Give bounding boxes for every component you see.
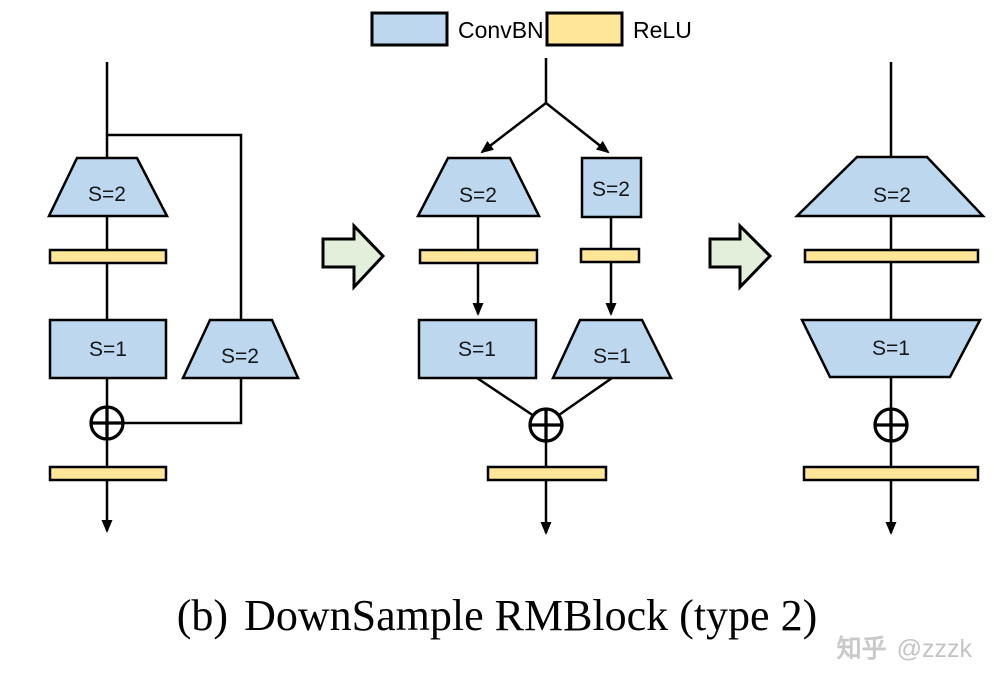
legend: ConvBN ReLU bbox=[370, 11, 692, 47]
convbn-trapezoid-s2 bbox=[47, 156, 170, 218]
transform-arrow-icon bbox=[708, 222, 773, 291]
node-label: S=2 bbox=[873, 184, 911, 207]
shortcut-join-line bbox=[121, 378, 243, 425]
fork-left-arrow bbox=[480, 102, 547, 154]
figure-caption: (b) DownSample RMBlock (type 2) bbox=[0, 594, 994, 638]
watermark-username: @zzzk bbox=[896, 635, 972, 663]
caption-title: DownSample RMBlock (type 2) bbox=[244, 591, 818, 640]
convbn-rect-s1 bbox=[48, 318, 168, 380]
convbn-rect-s1 bbox=[417, 318, 538, 380]
add-icon bbox=[873, 407, 909, 443]
relu-bar bbox=[48, 465, 168, 482]
node-label: S=1 bbox=[872, 337, 910, 360]
node-label: S=2 bbox=[459, 184, 497, 207]
caption-index: (b) bbox=[176, 591, 229, 640]
convbn-inverted-trapezoid-s1 bbox=[799, 318, 983, 379]
legend-convbn-label: ConvBN bbox=[458, 17, 544, 43]
node-label: S=1 bbox=[89, 338, 127, 361]
diagram-stage-1-original: S=2 S=1 S=2 bbox=[47, 62, 300, 533]
diagram-stage-2-intermediate: S=2 S=2 S=1 S=1 bbox=[415, 58, 674, 535]
relu-bar bbox=[486, 465, 608, 482]
node-label: S=2 bbox=[592, 178, 630, 201]
relu-bar bbox=[48, 248, 168, 265]
shortcut-line bbox=[107, 133, 243, 320]
relu-bar bbox=[802, 465, 980, 482]
relu-bar bbox=[418, 248, 539, 265]
add-icon bbox=[528, 407, 564, 443]
convbn-wide-trapezoid-s2 bbox=[793, 155, 986, 218]
convbn-square-s2 bbox=[580, 156, 643, 219]
relu-bar bbox=[803, 248, 980, 264]
legend-relu-swatch bbox=[545, 11, 624, 47]
legend-convbn-swatch bbox=[370, 11, 449, 47]
convbn-trapezoid-s1 bbox=[551, 318, 674, 380]
node-label: S=2 bbox=[88, 183, 126, 206]
add-icon bbox=[89, 405, 125, 441]
transform-arrow-icon bbox=[321, 222, 386, 291]
node-label: S=1 bbox=[593, 345, 631, 368]
legend-relu-label: ReLU bbox=[633, 17, 692, 43]
convbn-trapezoid-shortcut-s2 bbox=[181, 318, 300, 380]
node-label: S=1 bbox=[458, 338, 496, 361]
node-label: S=2 bbox=[221, 345, 259, 368]
relu-bar bbox=[579, 247, 641, 264]
watermark: 知乎 @zzzk bbox=[837, 629, 972, 665]
fork-right-arrow bbox=[545, 102, 610, 154]
watermark-site-logo: 知乎 bbox=[836, 635, 887, 663]
convbn-trapezoid-s2 bbox=[415, 156, 542, 218]
diagram-stage-3-merged: S=2 S=1 bbox=[793, 62, 986, 535]
